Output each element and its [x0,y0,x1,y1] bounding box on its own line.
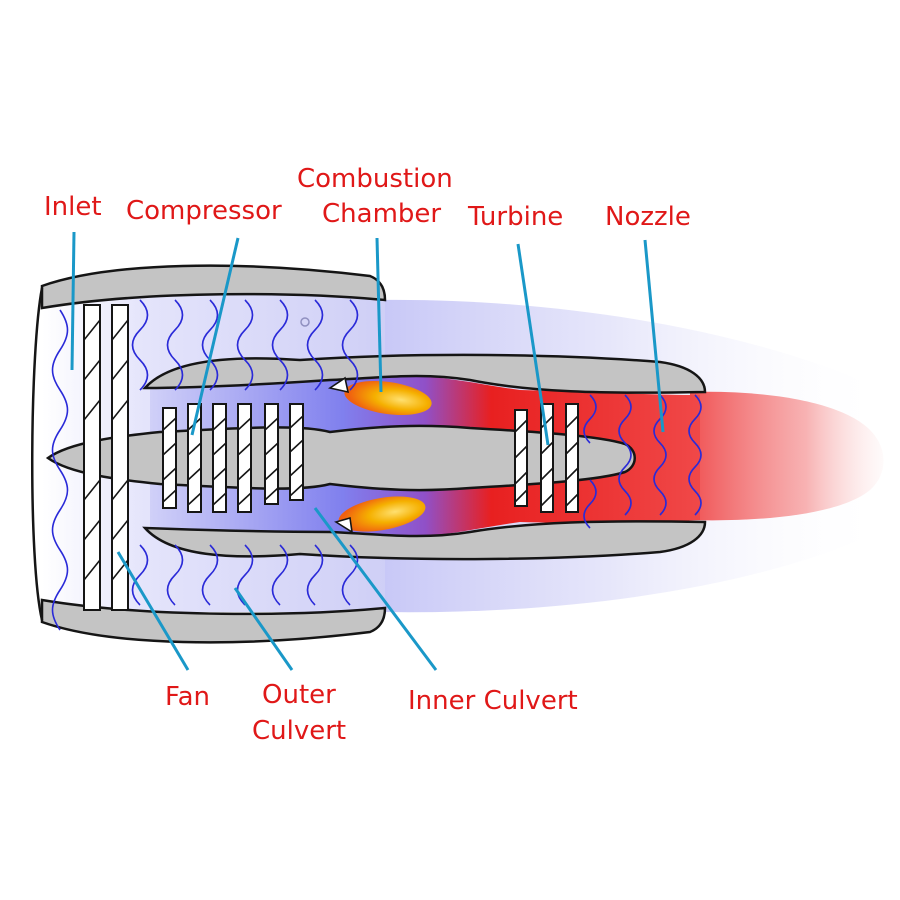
label-combustion-line2: Chamber [322,199,441,229]
label-nozzle: Nozzle [605,202,691,232]
sensor-dot [300,317,310,327]
label-turbine: Turbine [467,202,563,232]
fan-blades [83,304,129,611]
upper-injector [327,376,350,394]
inlet-lip [30,287,44,621]
nozzle-leader [643,239,665,433]
label-outer-culvert-line1: Outer [262,680,336,710]
label-combustion-line1: Combustion [297,164,453,194]
upper-flame [344,381,432,415]
label-inner-culvert: Inner Culvert [408,686,578,716]
label-fan: Fan [165,682,210,712]
core-casing-top [142,353,707,394]
compressor-blades [162,403,304,513]
label-inlet: Inlet [44,192,102,222]
turbine-blades [514,403,579,513]
turbine-leader [516,243,550,446]
core-casing-bottom [142,520,707,561]
label-outer-culvert-line2: Culvert [252,716,346,746]
fan-leader [116,551,190,671]
inlet-leader [70,231,76,371]
combustion-leader [375,237,383,393]
label-compressor: Compressor [126,196,282,226]
lower-flame [338,496,426,532]
nacelle-top [40,264,387,310]
lower-injector [334,516,354,534]
core-exhaust-plume [690,391,884,521]
outer-culvert-leader [233,587,294,671]
compressor-leader [190,237,240,436]
inner-culvert-leader [313,507,438,671]
